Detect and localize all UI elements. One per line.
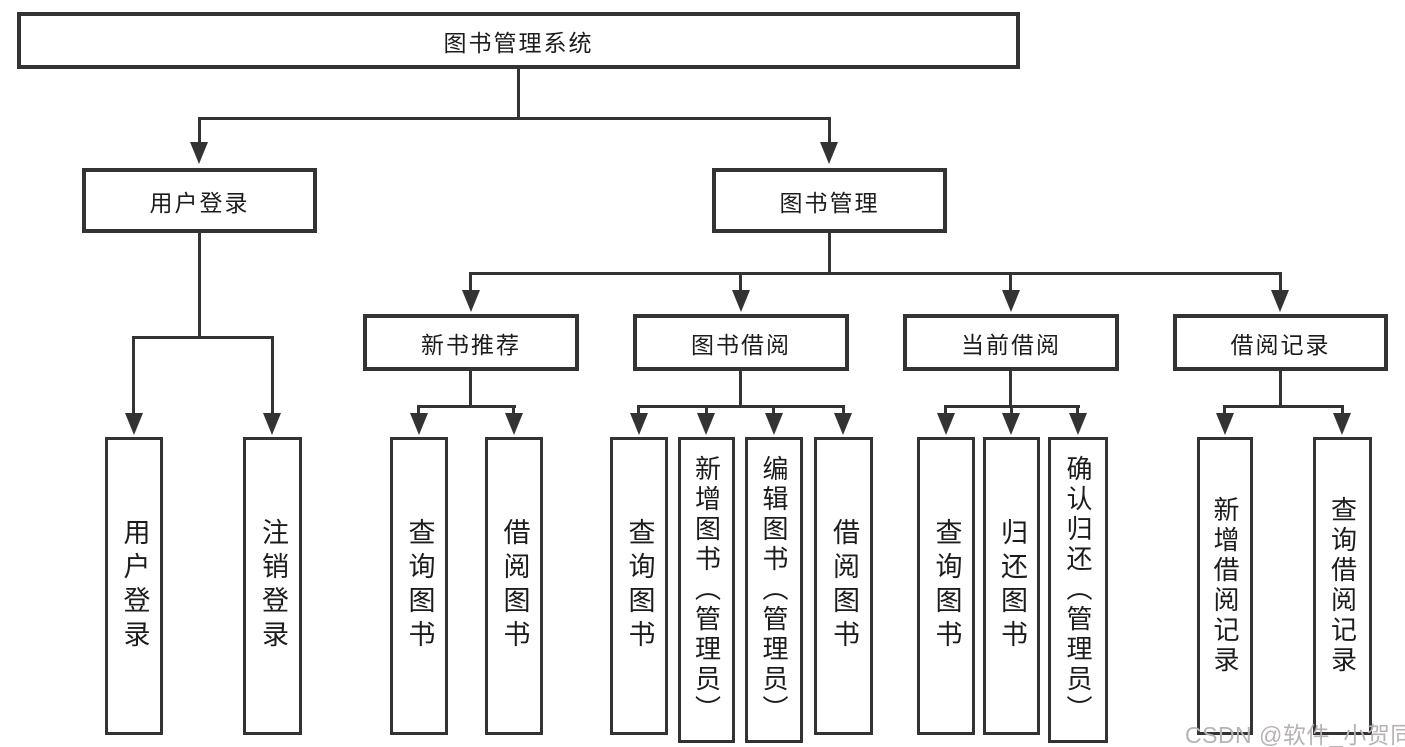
arrowhead-new-borrow xyxy=(505,413,523,435)
arrowhead-mgmt xyxy=(820,142,838,164)
connector-new-books-down xyxy=(469,371,472,408)
leaf-borrow-edit-books-label: 编辑图书（管理员） xyxy=(759,455,789,725)
leaf-current-return-books: 归还图书 xyxy=(983,437,1040,735)
leaf-borrow-borrow-books: 借阅图书 xyxy=(814,437,873,735)
node-book-borrow-label: 图书借阅 xyxy=(691,331,791,358)
connector-user-down xyxy=(198,233,201,338)
arrowhead-new-query xyxy=(410,413,428,435)
connector-stub-records-add xyxy=(1223,405,1226,415)
leaf-borrow-borrow-books-label: 借阅图书 xyxy=(829,518,859,654)
connector-stub-borrow-query xyxy=(637,405,640,415)
arrowhead-current-confirm xyxy=(1069,413,1087,435)
node-root: 图书管理系统 xyxy=(17,12,1020,69)
arrowhead-borrow-borrow xyxy=(834,413,852,435)
node-new-books-label: 新书推荐 xyxy=(421,331,521,358)
connector-records-horizontal xyxy=(1223,405,1344,408)
node-current-borrow-label: 当前借阅 xyxy=(961,331,1061,358)
connector-stub-book-borrow xyxy=(739,272,742,291)
arrowhead-new-books xyxy=(462,290,480,312)
connector-book-borrow-down xyxy=(739,371,742,408)
arrowhead-user xyxy=(190,142,208,164)
connector-stub-borrow-borrow xyxy=(842,405,845,415)
leaf-current-confirm-return: 确认归还（管理员） xyxy=(1048,437,1108,743)
arrowhead-records-query xyxy=(1333,413,1351,435)
connector-stub-records-query xyxy=(1341,405,1344,415)
connector-stub-user xyxy=(198,117,201,144)
connector-stub-new-borrow xyxy=(512,405,515,415)
leaf-user-login-label: 用户登录 xyxy=(119,518,150,654)
node-borrow-records: 借阅记录 xyxy=(1173,314,1388,371)
leaf-current-query-books-label: 查询图书 xyxy=(931,518,962,654)
watermark: CSDN @软件_小贺同学 xyxy=(1185,722,1405,747)
connector-new-books-horizontal xyxy=(417,405,516,408)
leaf-current-return-books-label: 归还图书 xyxy=(997,518,1027,654)
leaf-new-query-books-label: 查询图书 xyxy=(404,518,435,654)
arrowhead-current-query xyxy=(937,413,955,435)
node-current-borrow: 当前借阅 xyxy=(903,314,1119,371)
leaf-records-add-label: 新增借阅记录 xyxy=(1210,496,1240,676)
node-book-mgmt: 图书管理 xyxy=(712,168,947,233)
leaf-records-query-label: 查询借阅记录 xyxy=(1327,496,1358,676)
leaf-new-query-books: 查询图书 xyxy=(390,437,448,735)
arrowhead-borrow-edit xyxy=(765,413,783,435)
leaf-current-query-books: 查询图书 xyxy=(917,437,975,735)
connector-records-down xyxy=(1279,371,1282,408)
connector-current-down xyxy=(1009,371,1012,408)
arrowhead-borrow-add xyxy=(697,413,715,435)
connector-level2-horizontal xyxy=(198,117,831,120)
node-book-borrow: 图书借阅 xyxy=(633,314,849,371)
leaf-logout-label: 注销登录 xyxy=(258,518,288,654)
connector-stub-logout-leaf xyxy=(271,336,274,414)
connector-stub-borrow-records xyxy=(1279,272,1282,291)
leaf-user-login: 用户登录 xyxy=(105,437,163,735)
connector-stub-current-return xyxy=(1010,405,1013,415)
leaf-records-add: 新增借阅记录 xyxy=(1197,437,1253,735)
arrowhead-current-borrow xyxy=(1002,290,1020,312)
arrowhead-records-add xyxy=(1216,413,1234,435)
node-root-label: 图书管理系统 xyxy=(443,29,594,56)
arrowhead-book-borrow xyxy=(732,290,750,312)
node-user-login: 用户登录 xyxy=(82,168,317,233)
node-borrow-records-label: 借阅记录 xyxy=(1230,331,1331,358)
node-book-mgmt-label: 图书管理 xyxy=(779,189,880,216)
arrowhead-login-leaf xyxy=(125,413,143,435)
leaf-logout: 注销登录 xyxy=(243,437,302,735)
node-user-login-label: 用户登录 xyxy=(149,189,250,216)
leaf-borrow-add-books: 新增图书（管理员） xyxy=(678,437,735,743)
connector-level3-horizontal xyxy=(469,272,1282,275)
arrowhead-borrow-records xyxy=(1271,290,1289,312)
leaf-borrow-edit-books: 编辑图书（管理员） xyxy=(745,437,803,743)
arrowhead-borrow-query xyxy=(630,413,648,435)
connector-mgmt-down xyxy=(828,233,831,275)
connector-root-down xyxy=(517,69,520,120)
connector-stub-borrow-add xyxy=(705,405,708,415)
connector-stub-current-query xyxy=(944,405,947,415)
connector-user-horizontal xyxy=(132,336,274,339)
arrowhead-current-return xyxy=(1002,413,1020,435)
arrowhead-logout-leaf xyxy=(263,413,281,435)
leaf-borrow-add-books-label: 新增图书（管理员） xyxy=(691,455,722,725)
connector-stub-borrow-edit xyxy=(772,405,775,415)
node-new-books: 新书推荐 xyxy=(363,314,579,371)
leaf-borrow-query-books-label: 查询图书 xyxy=(624,518,655,654)
connector-stub-current-confirm xyxy=(1076,405,1079,415)
leaf-borrow-query-books: 查询图书 xyxy=(610,437,668,735)
connector-stub-new-query xyxy=(417,405,420,415)
connector-stub-current-borrow xyxy=(1009,272,1012,291)
leaf-new-borrow-books: 借阅图书 xyxy=(485,437,543,735)
leaf-records-query: 查询借阅记录 xyxy=(1313,437,1372,735)
connector-stub-mgmt xyxy=(828,117,831,144)
leaf-current-confirm-return-label: 确认归还（管理员） xyxy=(1063,455,1093,725)
connector-stub-new-books xyxy=(469,272,472,291)
connector-stub-login-leaf xyxy=(132,336,135,414)
connector-book-borrow-horizontal xyxy=(637,405,845,408)
leaf-new-borrow-books-label: 借阅图书 xyxy=(499,518,530,654)
